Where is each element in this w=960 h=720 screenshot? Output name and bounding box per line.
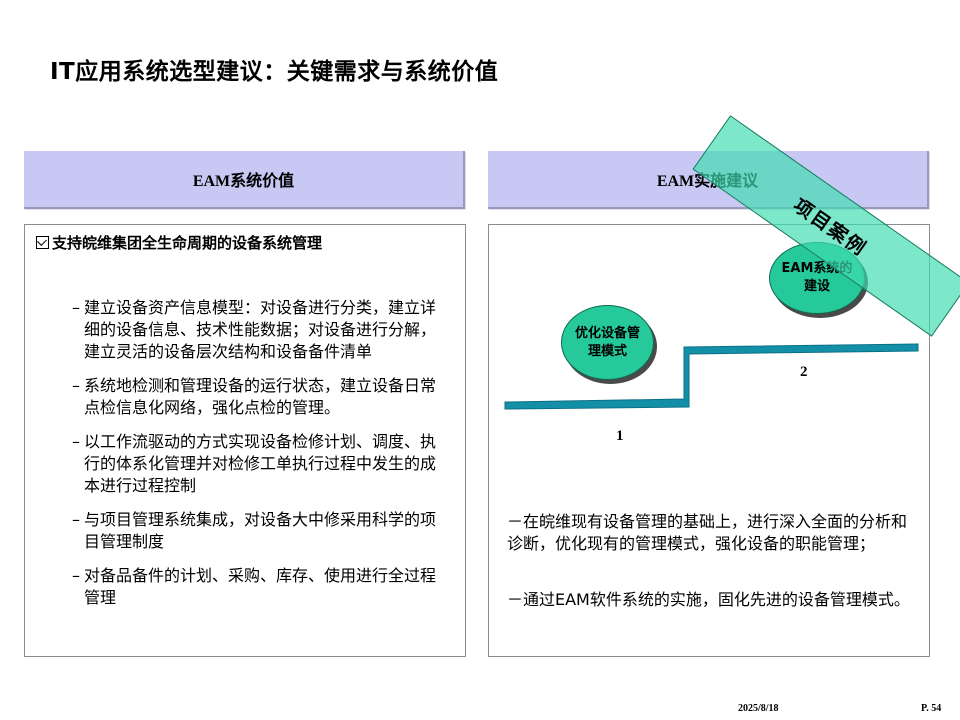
page-title: IT应用系统选型建议：关键需求与系统价值 [50,59,499,85]
section-title-text: 支持皖维集团全生命周期的设备系统管理 [52,234,323,252]
footer-date: 2025/8/18 [738,703,779,714]
step2-number: 2 [800,364,808,380]
list-item: 与项目管理系统集成，对设备大中修采用科学的项目管理制度 [72,509,444,553]
checkbox-icon [36,236,49,249]
value-bullet-list: 建立设备资产信息模型：对设备进行分类，建立详细的设备信息、技术性能数据；对设备进… [72,297,444,621]
step1-oval: 优化设备管理模式 [561,305,654,380]
recommendation-text-2: －通过EAM软件系统的实施，固化先进的设备管理模式。 [507,590,910,609]
list-item: 建立设备资产信息模型：对设备进行分类，建立详细的设备信息、技术性能数据；对设备进… [72,297,444,363]
page-number: P. 54 [921,703,942,714]
left-header: EAM系统价值 [24,151,465,209]
list-item: 系统地检测和管理设备的运行状态，建立设备日常点检信息化网络，强化点检的管理。 [72,375,444,419]
step1-label: 优化设备管理模式 [574,325,640,359]
left-header-label: EAM系统价值 [192,173,295,190]
recommendation-text-1: －在皖维现有设备管理的基础上，进行深入全面的分析和诊断，优化现有的管理模式，强化… [507,512,908,553]
step1-number: 1 [616,428,624,444]
step-line [504,343,919,410]
list-item: 以工作流驱动的方式实现设备检修计划、调度、执行的体系化管理并对检修工单执行过程中… [72,431,444,497]
section-title: 支持皖维集团全生命周期的设备系统管理 [36,232,322,253]
list-item: 对备品备件的计划、采购、库存、使用进行全过程管理 [72,565,444,609]
